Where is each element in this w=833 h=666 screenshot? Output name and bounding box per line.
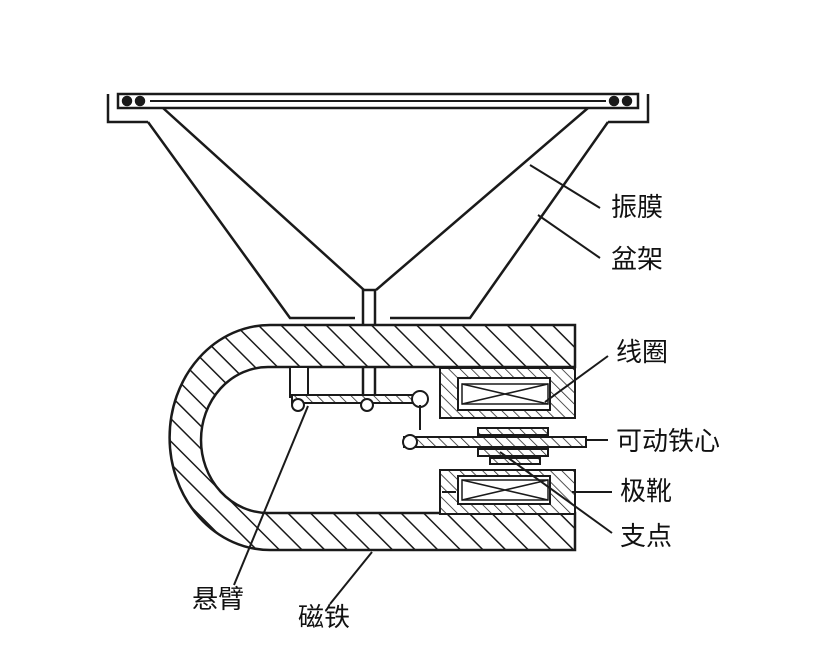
label-magnet: 磁铁 — [298, 603, 350, 633]
upper-coil-assembly — [440, 368, 575, 418]
label-basket: 盆架 — [611, 245, 663, 275]
label-cantilever: 悬臂 — [192, 585, 244, 615]
label-pole-shoe: 极靴 — [620, 477, 672, 507]
cantilever-arm — [290, 367, 428, 430]
label-diaphragm: 振膜 — [611, 193, 663, 223]
label-pivot: 支点 — [620, 522, 672, 552]
label-coil: 线圈 — [616, 338, 668, 368]
movable-armature — [403, 428, 586, 464]
label-armature: 可动铁心 — [616, 427, 720, 457]
